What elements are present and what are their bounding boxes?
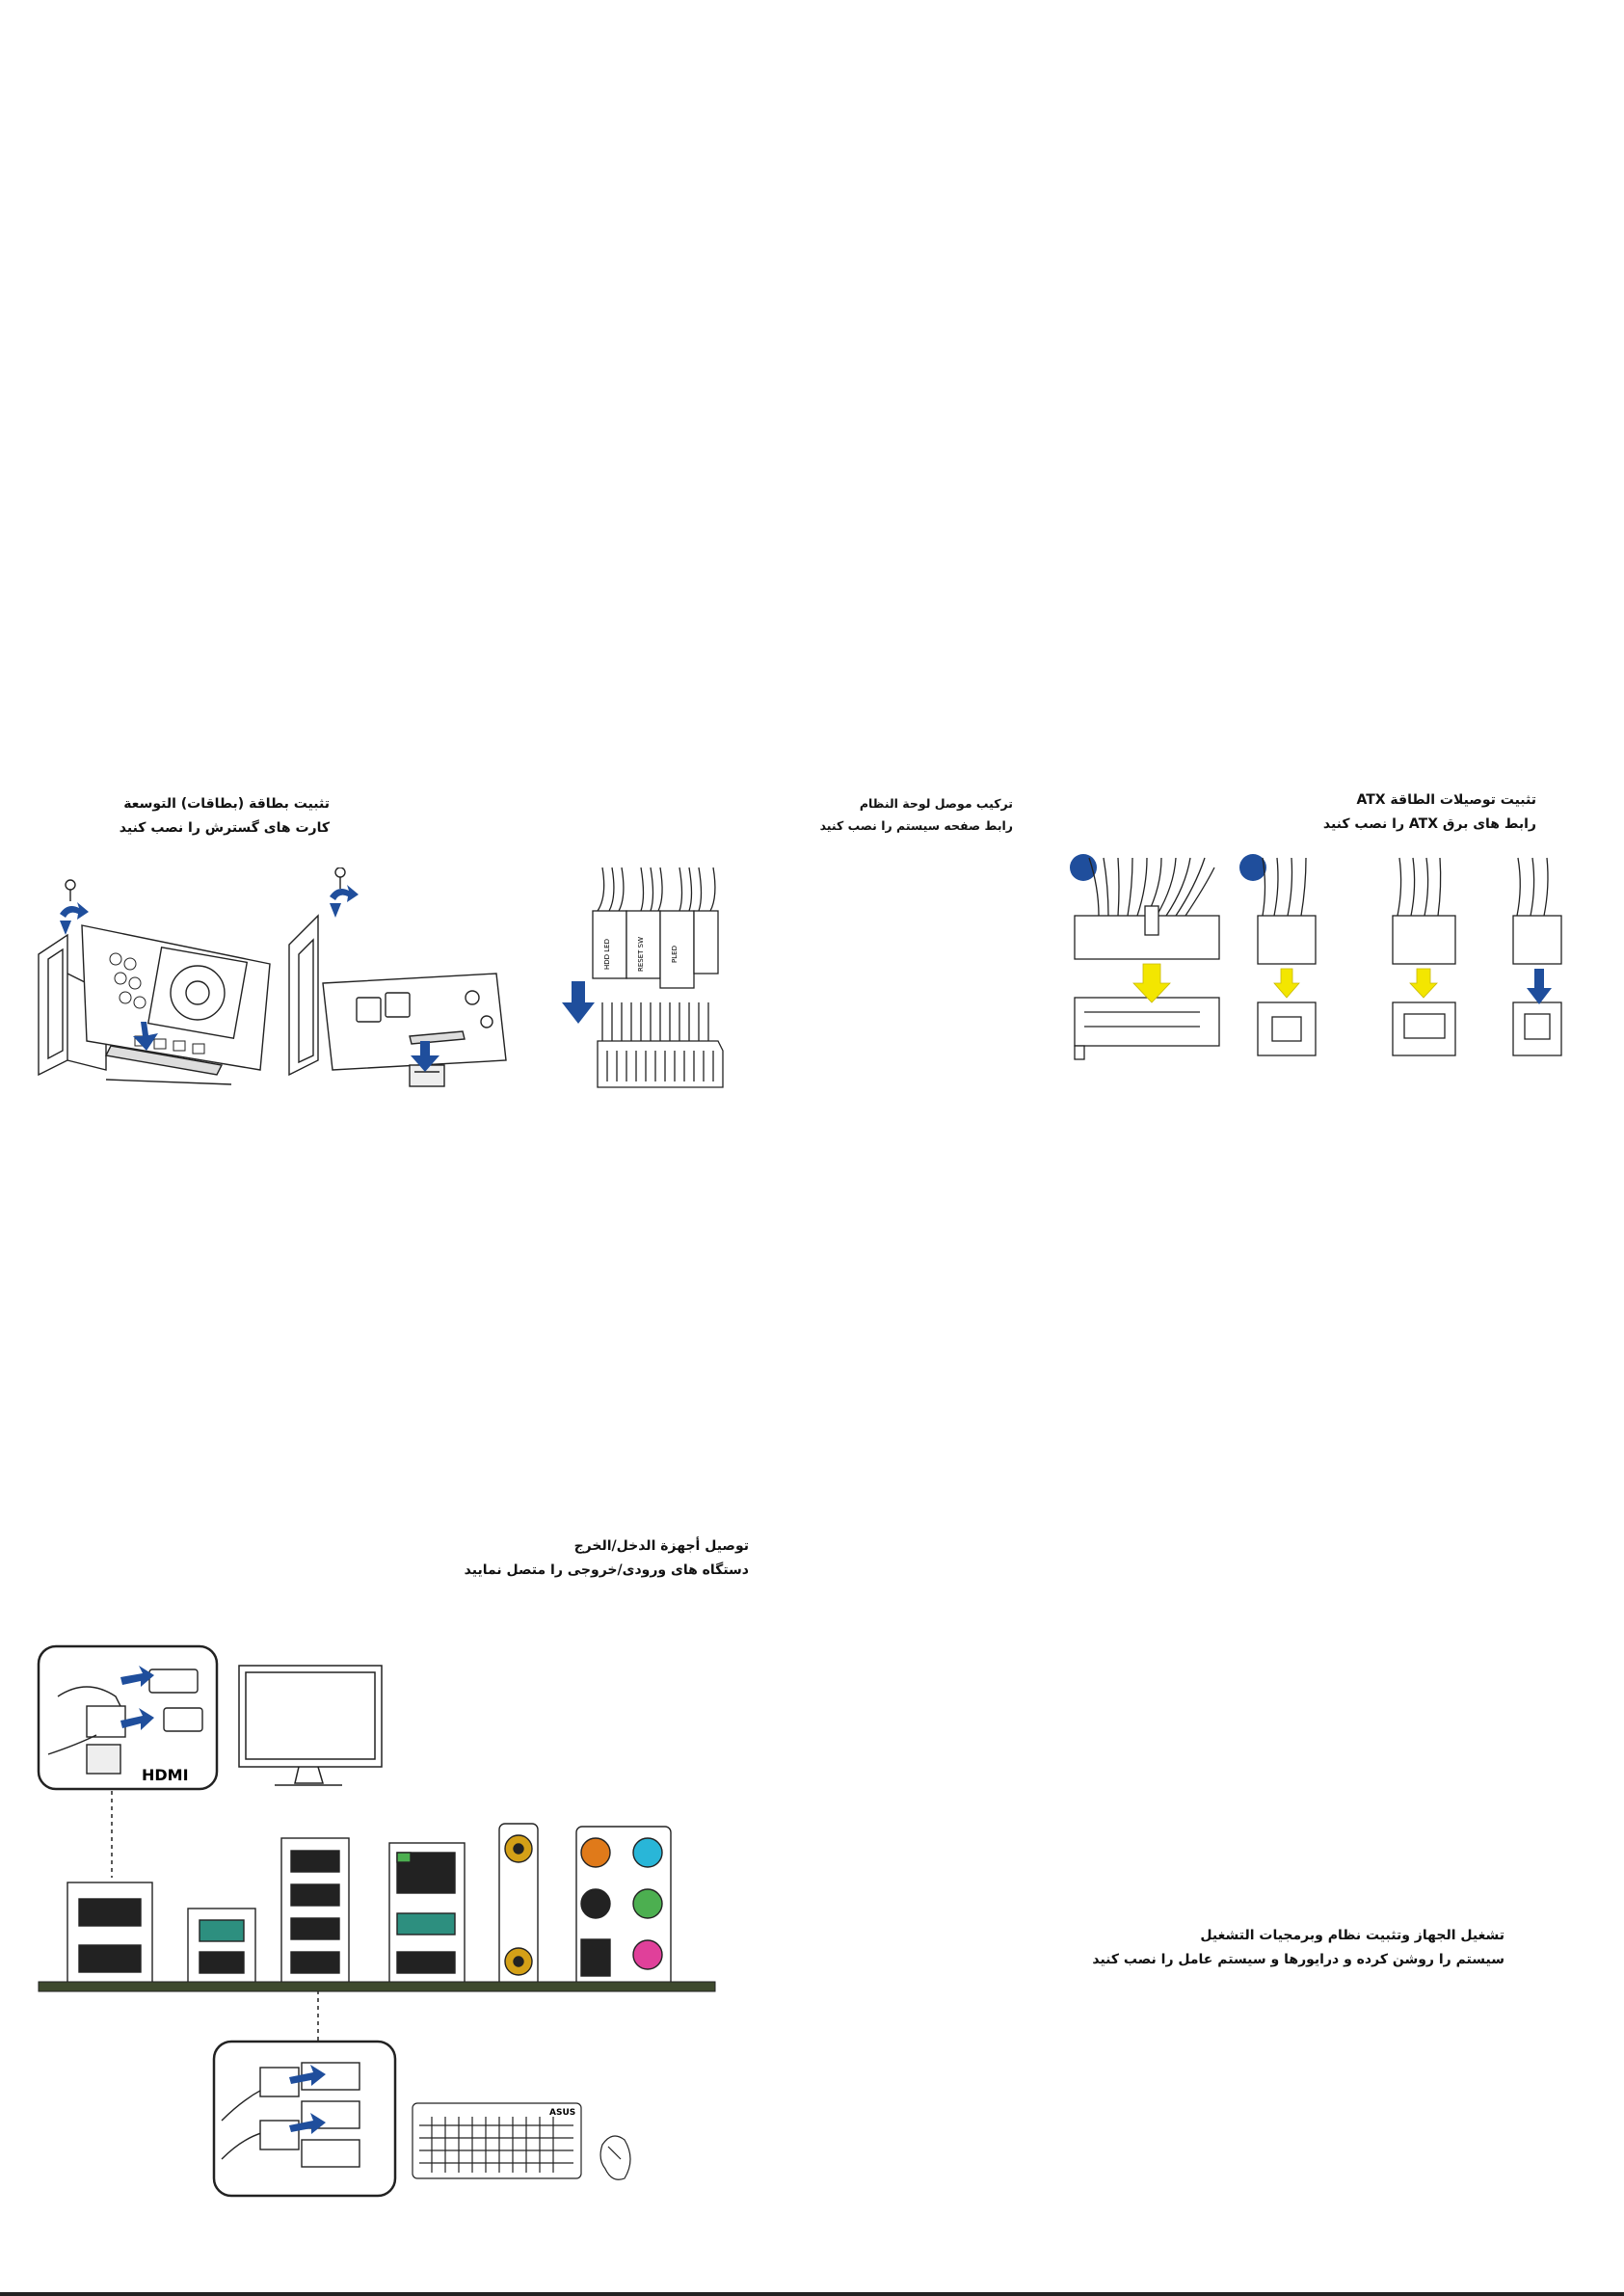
usb-callout bbox=[212, 2040, 397, 2198]
arrow-icon bbox=[289, 2113, 326, 2134]
page-bottom-rule bbox=[0, 2292, 1624, 2296]
atx-power-title-ar: تثبيت توصيلات الطاقة ATX bbox=[1356, 792, 1536, 808]
expansion-card-caption: تثبيت بطاقة (بطاقات) التوسعة کارت های گس… bbox=[120, 796, 330, 837]
pcie-4pin-connector bbox=[1512, 857, 1562, 1056]
front-panel-caption: تركيب موصل لوحة النظام رابط صفحه سیستم ر… bbox=[820, 796, 1013, 833]
arrow-icons bbox=[60, 885, 439, 1072]
io-devices-title-ar: توصيل أجهزة الدخل/الخرج bbox=[573, 1538, 749, 1554]
step-badge-2 bbox=[1239, 854, 1266, 881]
arrow-icon bbox=[120, 1666, 154, 1687]
io-devices-title-fa: دستگاه های ورودی/خروجی را متصل نمایید bbox=[464, 1562, 749, 1578]
step-badge-1 bbox=[1070, 854, 1097, 881]
eps-8pin-connector-b bbox=[1392, 857, 1456, 1056]
down-arrow-icon bbox=[562, 981, 595, 1024]
motherboard-edge bbox=[38, 1981, 716, 1992]
arrow-icon bbox=[120, 1708, 154, 1730]
small-card-graphic bbox=[288, 914, 507, 1087]
mouse-icon bbox=[599, 2135, 631, 2180]
front-panel-illustration: HDD LED RESET SW PLED bbox=[562, 867, 724, 1088]
gpu-card-graphic bbox=[38, 924, 271, 1085]
hdmi-logo: HDMI bbox=[142, 1766, 189, 1784]
panel-cables bbox=[597, 867, 716, 912]
expansion-card-illustration bbox=[38, 868, 507, 1087]
atx-power-title-fa: رابط های برق ATX را نصب کنید bbox=[1322, 815, 1536, 832]
power-on-caption: تشغيل الجهاز وتثبيت نظام وبرمجيات التشغي… bbox=[1092, 1928, 1504, 1968]
expansion-card-title-ar: تثبيت بطاقة (بطاقات) التوسعة bbox=[123, 796, 330, 812]
asus-logo: ASUS bbox=[549, 2108, 575, 2118]
front-panel-title-fa: رابط صفحه سیستم را نصب کنید bbox=[819, 817, 1013, 833]
atx-24pin-connector bbox=[1074, 857, 1220, 1060]
eps-8pin-connector-a bbox=[1257, 857, 1317, 1056]
blue-arrow-icon bbox=[1527, 969, 1552, 1004]
screw-icon-right bbox=[334, 868, 346, 889]
io-devices-caption: توصيل أجهزة الدخل/الخرج دستگاه های ورودی… bbox=[465, 1538, 749, 1579]
atx-power-illustration bbox=[1070, 854, 1562, 1060]
expansion-card-title-fa: کارت های گسترش را نصب کنید bbox=[119, 819, 330, 836]
yellow-arrow-icons bbox=[1132, 963, 1438, 1003]
io-devices-illustration: HDMI bbox=[37, 1644, 716, 2198]
panel-connectors bbox=[592, 910, 719, 989]
power-on-title-fa: سیستم را روشن کرده و درایورها و سیستم عا… bbox=[1092, 1951, 1504, 1967]
hdmi-callout: HDMI bbox=[37, 1644, 219, 1791]
monitor-icon bbox=[238, 1665, 383, 1786]
label-hdd-led: HDD LED bbox=[603, 939, 611, 970]
power-on-title-ar: تشغيل الجهاز وتثبيت نظام وبرمجيات التشغي… bbox=[1200, 1928, 1504, 1943]
header-pins bbox=[597, 1002, 724, 1088]
label-reset-sw: RESET SW bbox=[637, 937, 645, 972]
screw-icon-left bbox=[65, 879, 76, 901]
keyboard-icon bbox=[412, 2102, 582, 2179]
front-panel-title-ar: تركيب موصل لوحة النظام bbox=[859, 796, 1013, 811]
label-pled: PLED bbox=[671, 946, 679, 963]
rear-io-panel bbox=[67, 1823, 672, 1989]
arrow-icon bbox=[289, 2065, 326, 2086]
atx-power-caption: تثبيت توصيلات الطاقة ATX رابط های برق AT… bbox=[1323, 792, 1536, 833]
